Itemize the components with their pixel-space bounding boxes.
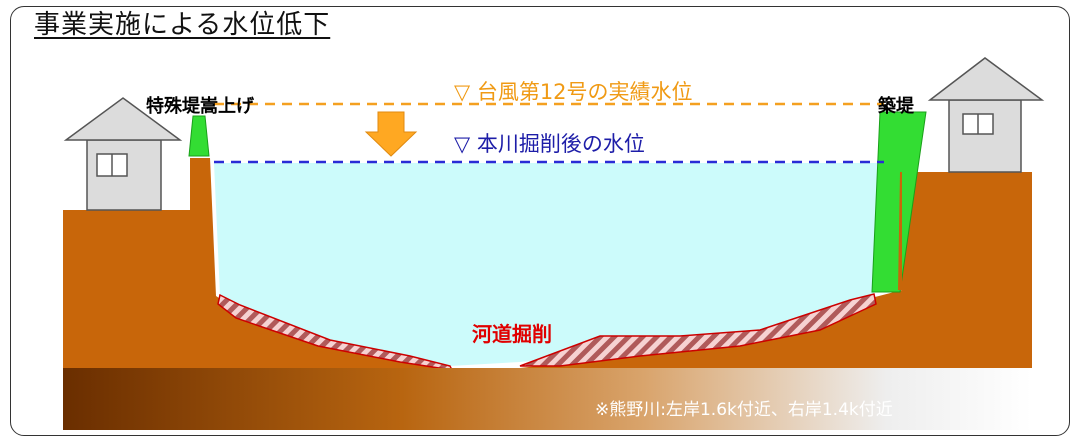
blurred-photo-band [63,368,1032,430]
ground [63,158,1032,430]
left-dike-raising [188,115,210,157]
excavation-label: 河道掘削 [472,322,552,346]
right-bank-slope [898,172,902,290]
diagram-title: 事業実施による水位低下 [34,10,331,40]
left-house-icon [63,97,183,211]
right-bank-label: 築堤 [878,96,914,117]
left-bank-label: 特殊堤嵩上げ [146,96,254,117]
excavation-area-right [519,293,877,367]
right-house-icon [927,57,1045,173]
typhoon-water-level-label: ▽ 台風第12号の実績水位 [454,80,693,104]
water-area [214,163,888,366]
post-excavation-water-level-label: ▽ 本川掘削後の水位 [454,132,645,156]
location-note: ※熊野川:左岸1.6k付近、右岸1.4k付近 [595,400,893,420]
right-embankment [871,111,927,293]
water-drop-arrow [364,111,418,157]
